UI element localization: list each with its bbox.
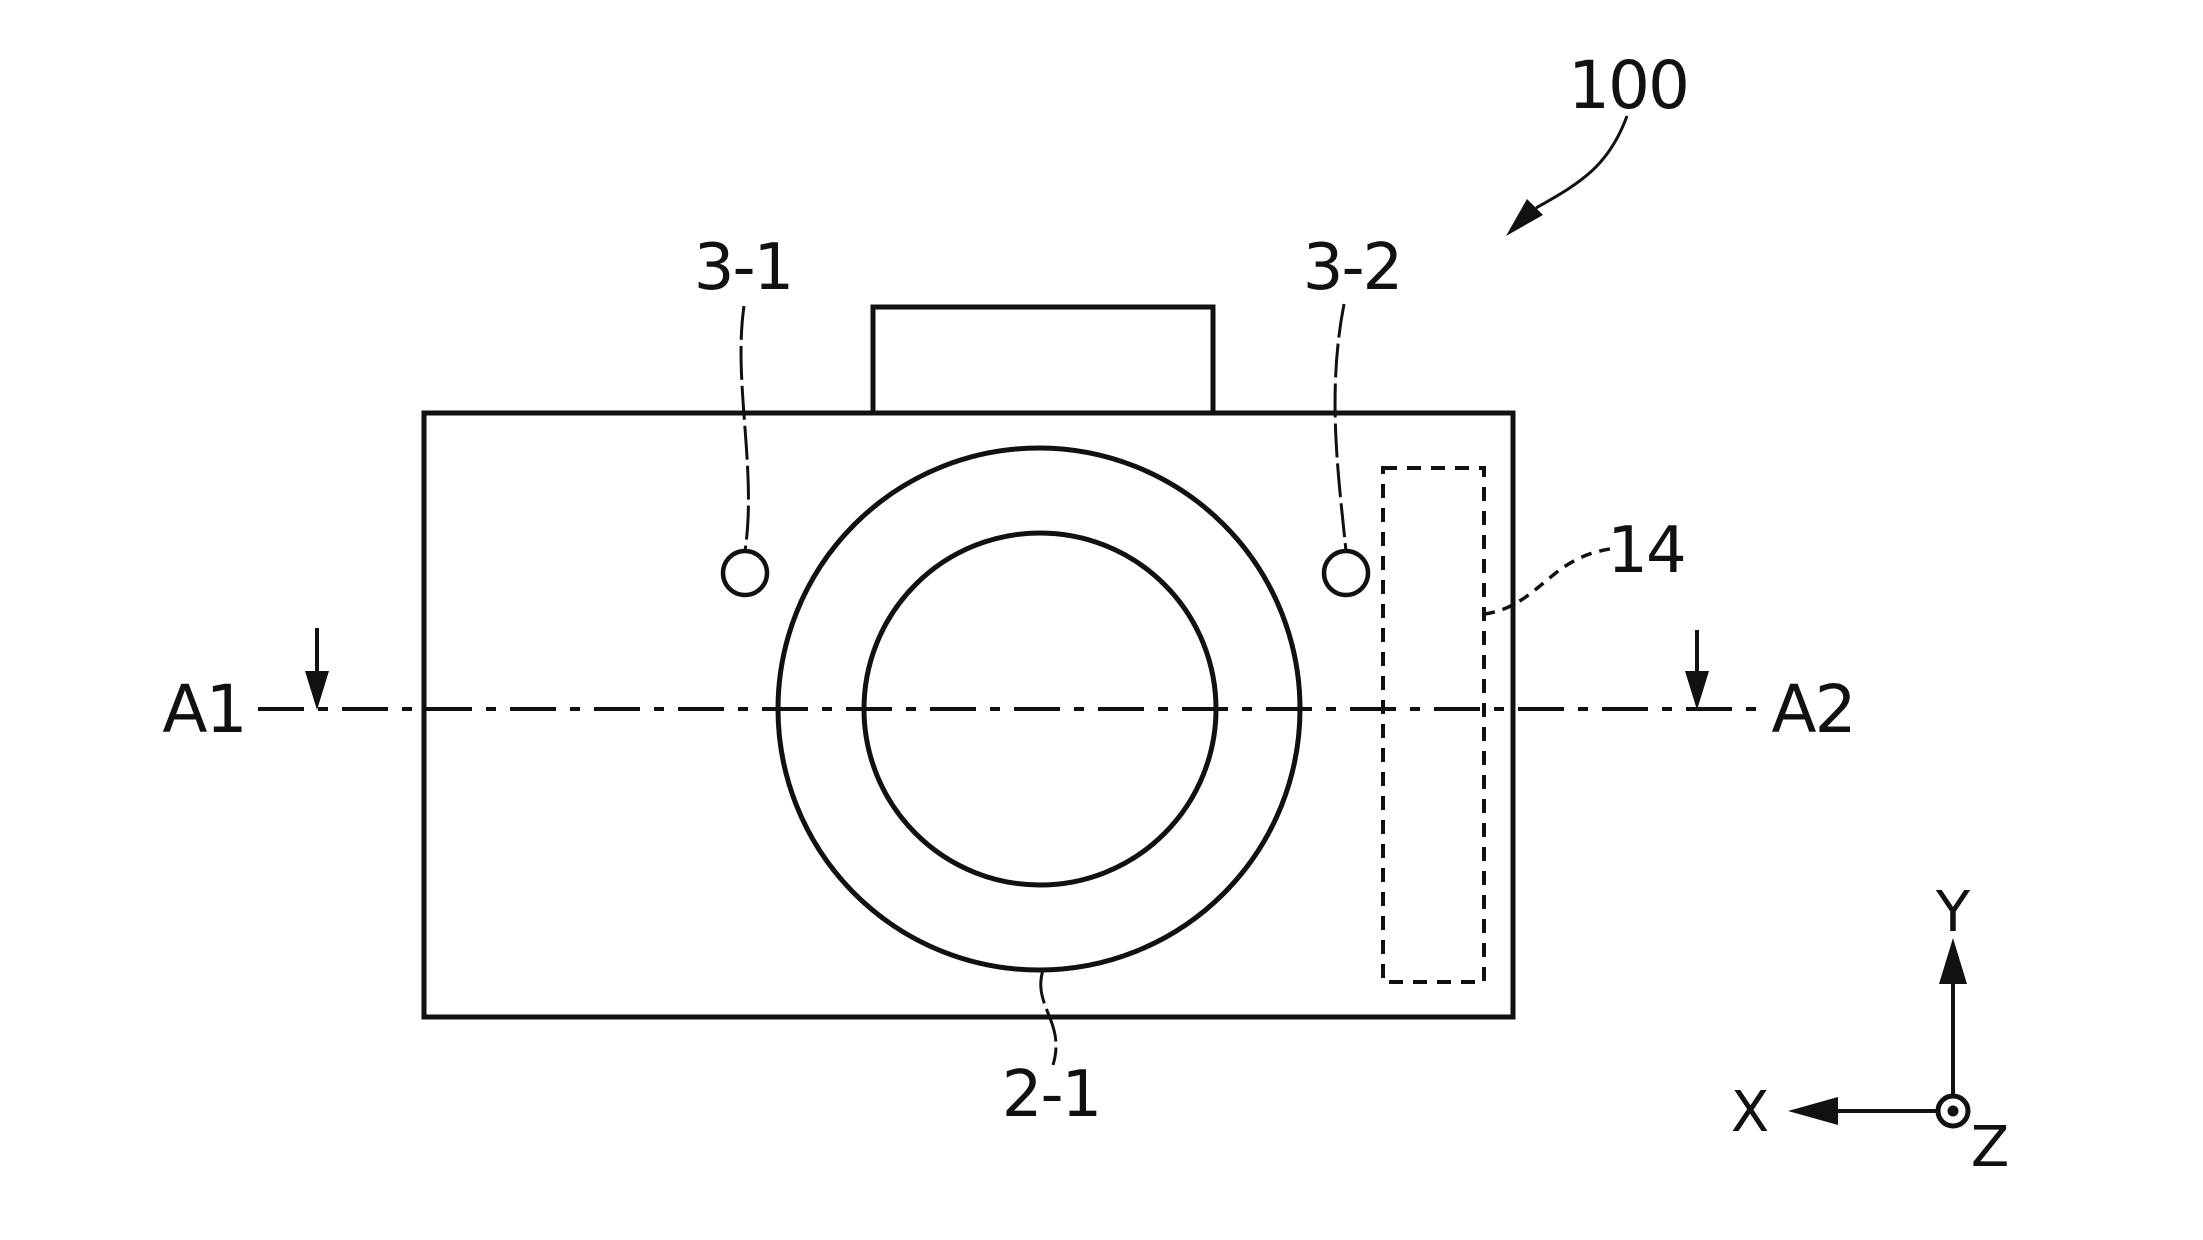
section-arrow-right-head bbox=[1685, 671, 1709, 710]
z-axis-origin-dot-icon bbox=[1947, 1105, 1959, 1117]
label-3-2: 3-2 bbox=[1303, 231, 1402, 305]
hidden-component-dashed-rect bbox=[1381, 466, 1486, 984]
label-100: 100 bbox=[1568, 47, 1688, 124]
label-2-1: 2-1 bbox=[1002, 1058, 1101, 1132]
label-axis-y: Y bbox=[1935, 880, 1971, 945]
leader-3-1 bbox=[739, 305, 750, 552]
x-axis-arrowhead-icon bbox=[1788, 1097, 1838, 1125]
leader-2-1 bbox=[1039, 969, 1058, 1066]
leader-14 bbox=[1483, 546, 1617, 616]
leader-100-tail bbox=[1535, 115, 1629, 210]
screw-hole-right-circle bbox=[1321, 548, 1371, 598]
label-axis-z: Z bbox=[1971, 1115, 2007, 1180]
camera-top-protrusion bbox=[870, 304, 1216, 416]
axis-indicator bbox=[1788, 938, 1971, 1129]
label-14: 14 bbox=[1607, 514, 1684, 588]
leader-100 bbox=[1506, 115, 1629, 236]
y-axis-arrowhead-icon bbox=[1939, 938, 1967, 984]
screw-hole-left-circle bbox=[720, 548, 770, 598]
leader-100-arrowhead-icon bbox=[1506, 199, 1543, 236]
label-3-1: 3-1 bbox=[694, 231, 793, 305]
camera-body-outline bbox=[421, 410, 1516, 1020]
label-a2: A2 bbox=[1771, 671, 1854, 748]
section-arrow-left-head bbox=[305, 671, 329, 710]
section-arrow-right bbox=[1685, 630, 1709, 710]
section-arrow-left bbox=[305, 628, 329, 710]
label-axis-x: X bbox=[1731, 1080, 1768, 1145]
label-a1: A1 bbox=[162, 671, 245, 748]
leader-3-2 bbox=[1333, 303, 1348, 552]
